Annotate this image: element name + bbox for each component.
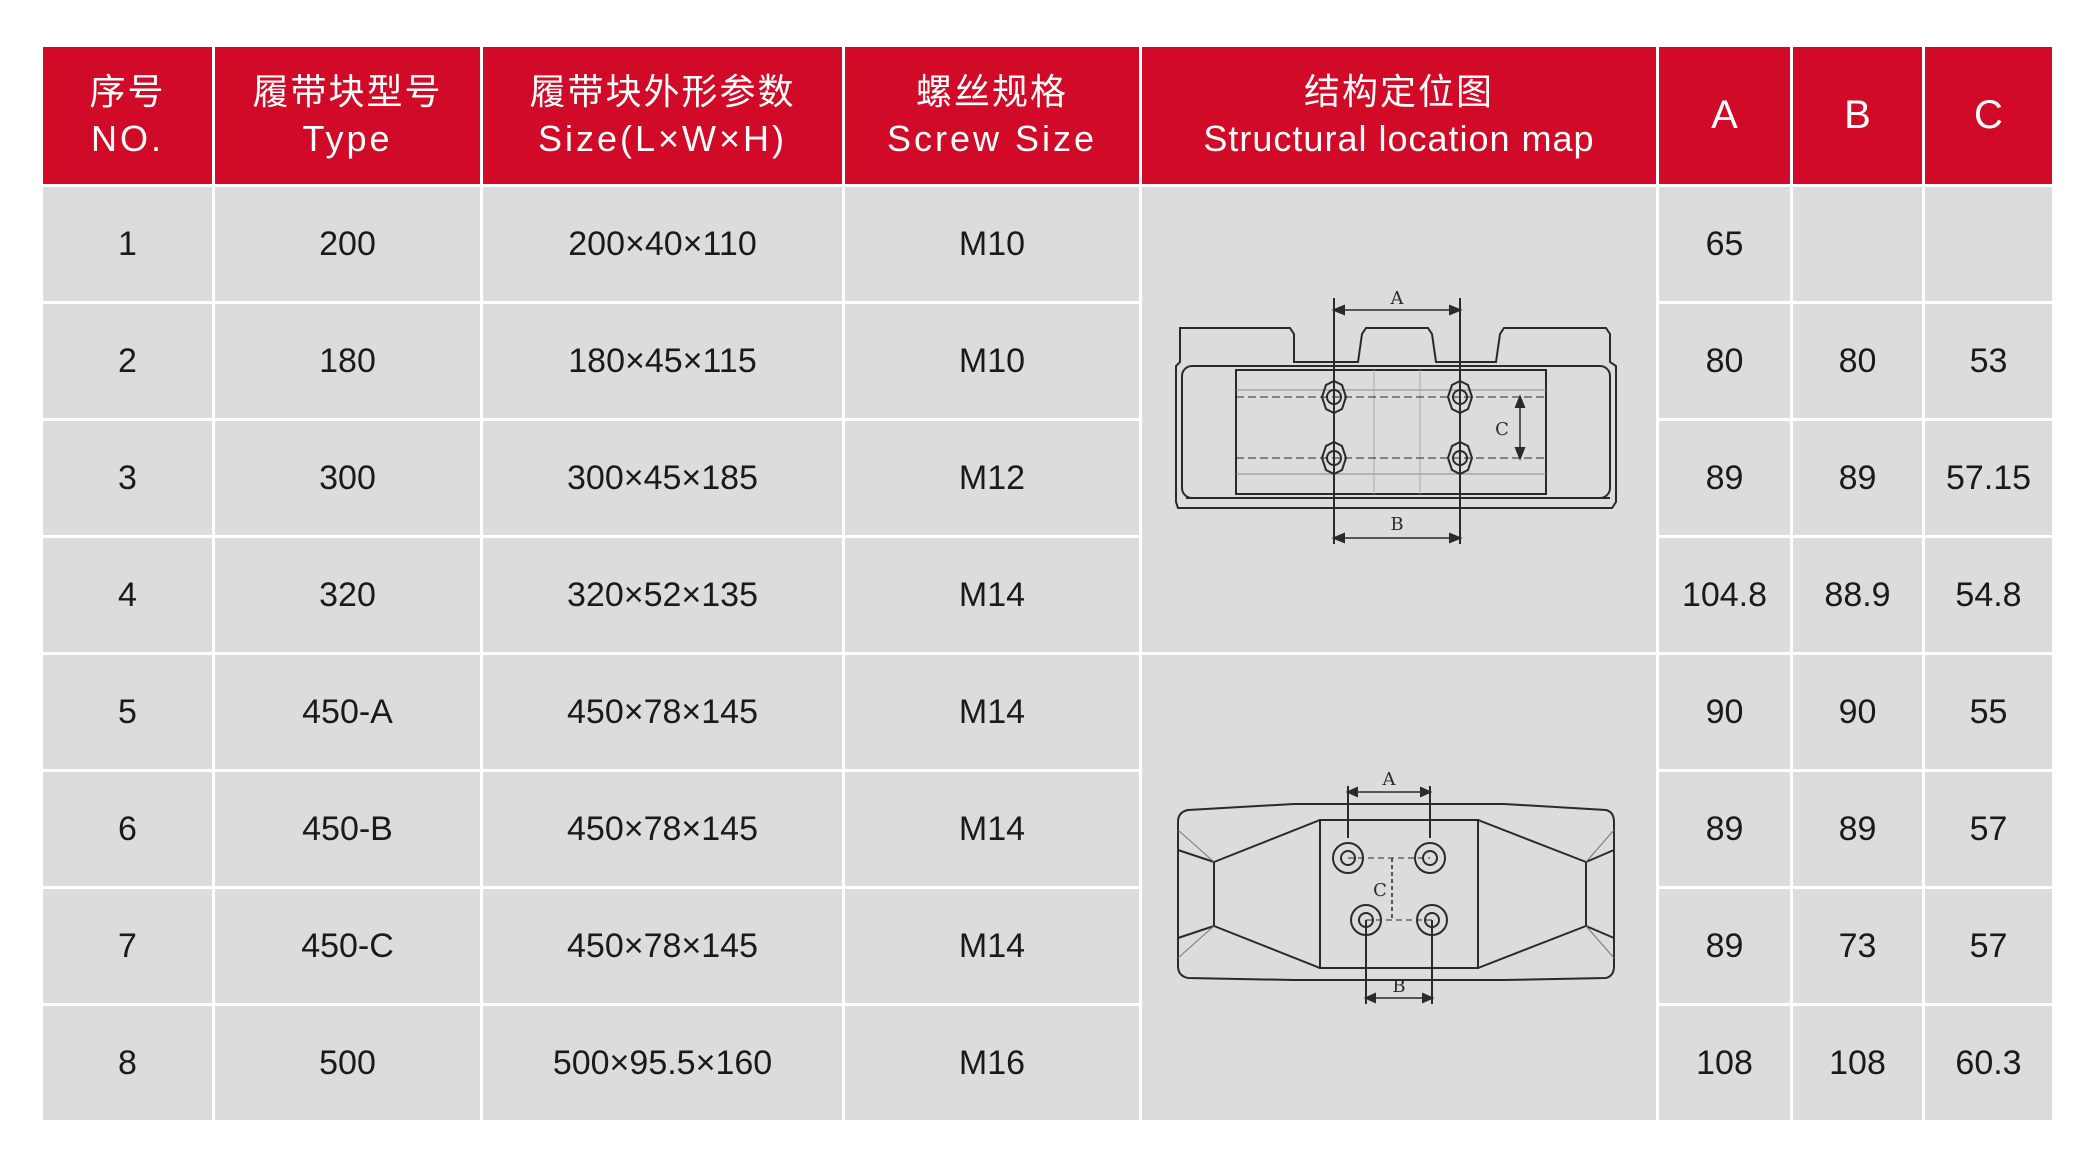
cell-a: 104.8 [1656, 535, 1793, 655]
cell-screw: M14 [842, 652, 1142, 772]
cell-type: 450-A [212, 652, 483, 772]
header-b-label: B [1844, 93, 1871, 137]
cell-screw: M10 [842, 184, 1142, 304]
header-a: A [1656, 44, 1793, 187]
cell-b: 90 [1790, 652, 1925, 772]
table-row: 4 320 320×52×135 M14 104.8 88.9 54.8 [40, 535, 2055, 655]
cell-c: 57 [1922, 769, 2055, 889]
cell-size: 450×78×145 [480, 769, 845, 889]
diagram1-label-a: A [1390, 288, 1405, 309]
cell-screw: M14 [842, 886, 1142, 1006]
cell-size: 180×45×115 [480, 301, 845, 421]
cell-b: 73 [1790, 886, 1925, 1006]
spec-table: 序号 NO. 履带块型号 Type 履带块外形参数 Size(L×W×H) 螺丝… [40, 44, 2055, 1123]
map-cell-1: A [1139, 184, 1659, 655]
cell-c: 57.15 [1922, 418, 2055, 538]
cell-c: 55 [1922, 652, 2055, 772]
header-b: B [1790, 44, 1925, 187]
cell-screw: M16 [842, 1003, 1142, 1123]
cell-size: 450×78×145 [480, 652, 845, 772]
cell-a: 89 [1656, 886, 1793, 1006]
cell-b: 89 [1790, 418, 1925, 538]
header-no: 序号 NO. [40, 44, 215, 187]
table-row: 6 450-B 450×78×145 M14 89 89 57 [40, 769, 2055, 889]
cell-c: 54.8 [1922, 535, 2055, 655]
cell-a: 90 [1656, 652, 1793, 772]
cell-type: 450-C [212, 886, 483, 1006]
diagram2-label-c: C [1373, 880, 1387, 901]
cell-no: 8 [40, 1003, 215, 1123]
cell-c: 60.3 [1922, 1003, 2055, 1123]
header-c: C [1922, 44, 2055, 187]
header-screw-en: Screw Size [886, 117, 1098, 159]
cell-type: 300 [212, 418, 483, 538]
cell-b [1790, 184, 1925, 304]
cell-size: 300×45×185 [480, 418, 845, 538]
cell-size: 450×78×145 [480, 886, 845, 1006]
table-row: 7 450-C 450×78×145 M14 89 73 57 [40, 886, 2055, 1006]
cell-no: 6 [40, 769, 215, 889]
cell-no: 2 [40, 301, 215, 421]
cell-no: 3 [40, 418, 215, 538]
cell-a: 80 [1656, 301, 1793, 421]
table-row: 3 300 300×45×185 M12 89 89 57.15 [40, 418, 2055, 538]
table-row: 8 500 500×95.5×160 M16 108 108 60.3 [40, 1003, 2055, 1123]
cell-a: 65 [1656, 184, 1793, 304]
header-row: 序号 NO. 履带块型号 Type 履带块外形参数 Size(L×W×H) 螺丝… [40, 44, 2055, 187]
header-type-en: Type [302, 117, 393, 159]
cell-a: 89 [1656, 769, 1793, 889]
track-block-diagram-2: A [1177, 769, 1615, 1004]
header-c-label: C [1974, 93, 2003, 137]
cell-type: 320 [212, 535, 483, 655]
cell-no: 5 [40, 652, 215, 772]
cell-type: 450-B [212, 769, 483, 889]
header-screw: 螺丝规格 Screw Size [842, 44, 1142, 187]
cell-b: 108 [1790, 1003, 1925, 1123]
header-size-en: Size(L×W×H) [537, 117, 788, 159]
diagram2-label-b: B [1392, 976, 1405, 997]
cell-c [1922, 184, 2055, 304]
cell-no: 4 [40, 535, 215, 655]
cell-b: 88.9 [1790, 535, 1925, 655]
cell-c: 53 [1922, 301, 2055, 421]
table-row: 5 450-A 450×78×145 M14 A [40, 652, 2055, 1123]
header-a-label: A [1711, 93, 1738, 137]
header-type-zh: 履带块型号 [252, 71, 443, 113]
header-no-zh: 序号 [89, 71, 166, 113]
table-row: 1 200 200×40×110 M10 A [40, 184, 2055, 655]
diagram2-label-a: A [1382, 769, 1397, 790]
cell-screw: M14 [842, 769, 1142, 889]
header-map-zh: 结构定位图 [1303, 71, 1494, 113]
header-type: 履带块型号 Type [212, 44, 483, 187]
header-size-zh: 履带块外形参数 [529, 71, 796, 113]
cell-screw: M12 [842, 418, 1142, 538]
map-cell-2: A [1139, 652, 1659, 1123]
header-map-en: Structural location map [1203, 117, 1595, 159]
cell-screw: M14 [842, 535, 1142, 655]
cell-b: 80 [1790, 301, 1925, 421]
cell-a: 89 [1656, 418, 1793, 538]
cell-size: 500×95.5×160 [480, 1003, 845, 1123]
header-map: 结构定位图 Structural location map [1139, 44, 1659, 187]
cell-c: 57 [1922, 886, 2055, 1006]
cell-type: 200 [212, 184, 483, 304]
header-no-en: NO. [90, 117, 164, 159]
cell-type: 180 [212, 301, 483, 421]
header-size: 履带块外形参数 Size(L×W×H) [480, 44, 845, 187]
cell-no: 7 [40, 886, 215, 1006]
diagram1-label-b: B [1390, 514, 1403, 535]
cell-type: 500 [212, 1003, 483, 1123]
cell-size: 320×52×135 [480, 535, 845, 655]
header-screw-zh: 螺丝规格 [915, 71, 1068, 113]
cell-size: 200×40×110 [480, 184, 845, 304]
track-block-diagram-1: A [1175, 288, 1617, 544]
table-row: 2 180 180×45×115 M10 80 80 53 [40, 301, 2055, 421]
cell-b: 89 [1790, 769, 1925, 889]
cell-a: 108 [1656, 1003, 1793, 1123]
cell-screw: M10 [842, 301, 1142, 421]
cell-no: 1 [40, 184, 215, 304]
diagram1-label-c: C [1495, 419, 1509, 440]
